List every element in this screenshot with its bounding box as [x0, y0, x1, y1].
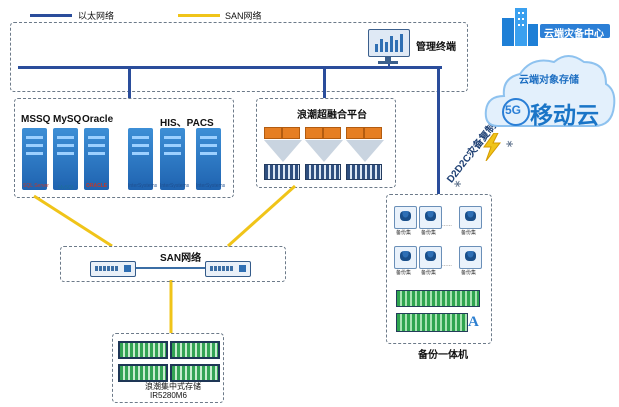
storage-model-label: IR5280M6 [150, 391, 187, 400]
hci-storage-2 [305, 164, 341, 180]
backup-disk-label-4: 备份集 [396, 270, 412, 276]
terminal-bus-link [388, 64, 390, 68]
backup-disk-2 [419, 206, 442, 229]
cloud-5g-label: 5G [505, 103, 522, 117]
backup-zone [386, 194, 492, 344]
backup-disk-3 [459, 206, 482, 229]
backup-ellipsis-2: …… [442, 262, 452, 268]
hci-node-3 [305, 127, 323, 139]
sqlserver-logo: SQL Server [23, 183, 49, 189]
san-link-between-switches [116, 267, 228, 269]
db-label-oracle: Oracle [82, 114, 114, 125]
management-terminal-label: 管理终端 [416, 42, 456, 53]
hci-node-5 [346, 127, 364, 139]
cloud-5g-circle [502, 98, 530, 126]
backup-ellipsis-1: …… [442, 222, 452, 228]
management-terminal-stand [385, 56, 391, 62]
server-mssql [22, 128, 47, 190]
backup-disk-label-5: 备份集 [421, 270, 437, 276]
bus-backup-link [437, 68, 440, 194]
server-mysql [53, 128, 78, 190]
hci-storage-1 [264, 164, 300, 180]
cloud-center-label: 云端灾备中心 [544, 29, 604, 40]
intersystems-logo-1: InterSystems [128, 183, 158, 189]
backup-disk-4 [394, 246, 417, 269]
management-terminal-base [378, 61, 398, 64]
legend-san-label: SAN网络 [225, 11, 262, 21]
backup-disk-5 [419, 246, 442, 269]
database-zone [14, 98, 234, 198]
server-his-1 [128, 128, 153, 190]
legend-san-line [178, 14, 220, 17]
hci-funnel-graphic [264, 140, 384, 162]
management-zone [10, 22, 468, 92]
cloud-brand-label: 移动云 [530, 102, 599, 128]
ethernet-bus [18, 66, 442, 69]
replication-lightning-icon [483, 133, 502, 161]
hci-node-4 [323, 127, 341, 139]
san-network-label: SAN网络 [160, 253, 202, 264]
backup-vendor-logo: A [468, 314, 479, 330]
storage-shelf-4 [170, 364, 220, 382]
server-his-2 [160, 128, 185, 190]
mysql-logo: MySQL [58, 185, 75, 191]
hci-zone [256, 98, 396, 188]
db-label-mssql: MSSQ [21, 114, 51, 125]
backup-label: 备份一体机 [418, 350, 468, 361]
replication-link-icon-1: ⚹ [454, 176, 462, 190]
intersystems-logo-3: InterSystems [196, 183, 226, 189]
cloud-storage-label: 云端对象存储 [519, 75, 579, 86]
hci-label: 浪潮超融合平台 [297, 110, 367, 121]
storage-zone [112, 333, 224, 403]
backup-disk-1 [394, 206, 417, 229]
backup-disk-label-2: 备份集 [421, 230, 437, 236]
server-oracle [84, 128, 109, 190]
backup-disk-6 [459, 246, 482, 269]
management-terminal-icon [368, 29, 410, 57]
db-label-his-pacs: HIS、PACS [160, 118, 214, 129]
storage-shelf-2 [170, 341, 220, 359]
replication-link-icon-2: ⚹ [506, 136, 514, 150]
backup-disk-label-1: 备份集 [396, 230, 412, 236]
hci-node-6 [364, 127, 382, 139]
legend-ethernet-line [30, 14, 72, 17]
san-switch-2[interactable] [205, 261, 251, 277]
backup-appliance-unit-1 [396, 290, 480, 307]
backup-appliance-unit-2 [396, 313, 468, 332]
hci-node-1 [264, 127, 282, 139]
backup-disk-label-3: 备份集 [461, 230, 477, 236]
cloud-center-badge [540, 24, 610, 38]
bus-hci-link [323, 68, 326, 98]
san-switch-1[interactable] [90, 261, 136, 277]
db-label-mysql: MySQ [53, 114, 82, 125]
bus-db-link [128, 68, 131, 98]
storage-label: 浪潮集中式存储 [145, 382, 201, 391]
oracle-logo: ORACLE [86, 183, 108, 189]
backup-disk-label-6: 备份集 [461, 270, 477, 276]
hci-node-2 [282, 127, 300, 139]
storage-shelf-3 [118, 364, 168, 382]
hci-storage-3 [346, 164, 382, 180]
server-pacs [196, 128, 221, 190]
building-icon [502, 8, 538, 46]
storage-shelf-1 [118, 341, 168, 359]
legend-ethernet-label: 以太网络 [78, 11, 115, 21]
intersystems-logo-2: InterSystems [160, 183, 190, 189]
san-zone [60, 246, 286, 282]
